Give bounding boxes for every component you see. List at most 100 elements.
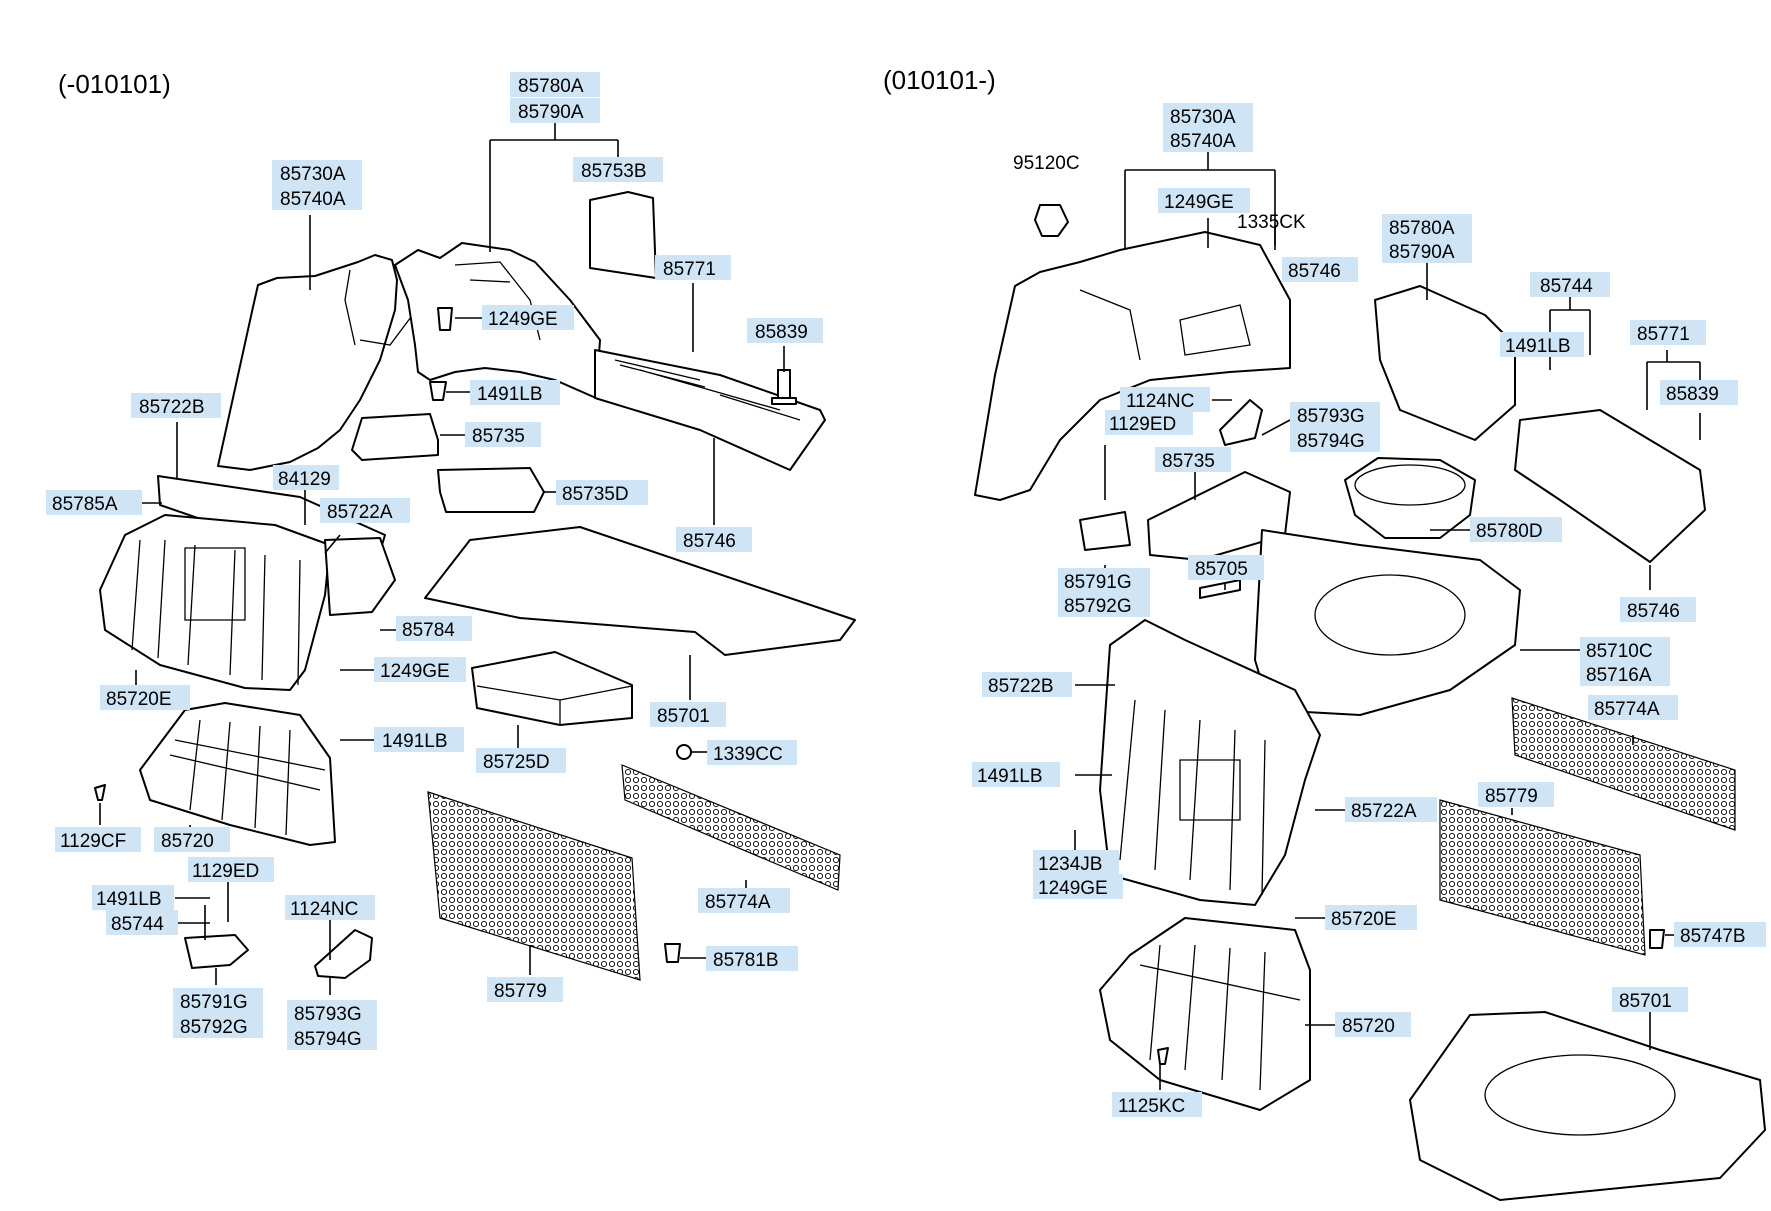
callout-label: 1491LB	[470, 380, 560, 405]
svg-text:1249GE: 1249GE	[380, 661, 450, 682]
callout-label: 85793G	[1290, 402, 1380, 427]
callout-label: 85781B	[706, 946, 798, 971]
callout-label: 1249GE	[374, 657, 466, 682]
trunk-side-tray-r-ribs	[1119, 699, 1266, 896]
callout-label: 85746	[676, 527, 752, 552]
box-85725d	[471, 651, 633, 726]
callout-label: 85701	[1612, 987, 1688, 1012]
svg-text:85779: 85779	[494, 981, 547, 1002]
callout-label: 85779	[487, 977, 563, 1002]
side-tray-85720e-ribs	[131, 539, 301, 686]
svg-text:85779: 85779	[1485, 786, 1538, 807]
callout-label: 85791G	[173, 988, 263, 1013]
svg-text:85791G: 85791G	[180, 992, 248, 1013]
callout-label: 85790A	[510, 98, 600, 123]
callout-label: 85735	[465, 422, 541, 447]
svg-text:85781B: 85781B	[713, 950, 779, 971]
callout-label: 1491LB	[92, 885, 174, 910]
callout-label: 1129ED	[1105, 410, 1193, 435]
callout-label: 85790A	[1382, 238, 1472, 263]
svg-text:85839: 85839	[1666, 384, 1719, 405]
callout-label: 85785A	[46, 490, 142, 515]
callout-label: 85791G	[1058, 568, 1150, 593]
svg-text:85722A: 85722A	[1351, 801, 1417, 822]
callout-label: 85753B	[573, 157, 663, 182]
svg-text:85722A: 85722A	[327, 502, 393, 523]
svg-text:1339CC: 1339CC	[713, 744, 783, 765]
svg-text:85793G: 85793G	[294, 1004, 362, 1025]
lower-tray-85720-r-ribs	[1139, 944, 1301, 1091]
svg-text:85722B: 85722B	[988, 676, 1054, 697]
svg-text:85771: 85771	[663, 259, 716, 280]
svg-text:85792G: 85792G	[180, 1017, 248, 1038]
svg-text:85753B: 85753B	[581, 161, 647, 182]
svg-text:85720: 85720	[161, 831, 214, 852]
callout-label: 85839	[1660, 380, 1738, 405]
callout-label: 85716A	[1580, 661, 1670, 686]
svg-text:1124NC: 1124NC	[1126, 391, 1194, 412]
callout-label: 85794G	[287, 1025, 377, 1050]
svg-text:85705: 85705	[1195, 559, 1248, 580]
tray-85735d	[437, 467, 545, 513]
callout-label: 1129ED	[188, 857, 274, 882]
callout-label: 1491LB	[1500, 332, 1584, 357]
svg-text:85794G: 85794G	[1297, 431, 1365, 452]
svg-text:85740A: 85740A	[280, 189, 346, 210]
svg-text:85793G: 85793G	[1297, 406, 1365, 427]
svg-text:84129: 84129	[278, 469, 331, 490]
callout-label: 85730A	[1163, 103, 1253, 128]
spare-bowl-85780d	[1344, 457, 1476, 539]
svg-text:1129ED: 1129ED	[1109, 414, 1176, 435]
side-plate-85784	[324, 537, 396, 616]
callout-label: 85720	[154, 827, 230, 852]
svg-text:85735D: 85735D	[562, 484, 629, 505]
quarter-trim-panel-r-detail	[1079, 289, 1251, 361]
net-85779-r	[1439, 799, 1646, 956]
svg-text:85747B: 85747B	[1680, 926, 1746, 947]
svg-text:85730A: 85730A	[280, 164, 346, 185]
callout-label: 85746	[1620, 597, 1696, 622]
svg-text:85725D: 85725D	[483, 752, 550, 773]
clip-85747b	[1649, 929, 1665, 949]
svg-text:85746: 85746	[1627, 601, 1680, 622]
svg-text:1491LB: 1491LB	[96, 889, 162, 910]
svg-text:85774A: 85774A	[705, 892, 771, 913]
bracket-85793g-r	[1219, 399, 1263, 446]
callout-label: 1234JB	[1033, 850, 1119, 875]
svg-text:85740A: 85740A	[1170, 131, 1236, 152]
svg-text:1124NC: 1124NC	[290, 899, 358, 920]
callout-label: 1491LB	[374, 727, 464, 752]
callout-label: 1249GE	[1158, 188, 1250, 213]
svg-text:85839: 85839	[755, 322, 808, 343]
callout-label: 85793G	[287, 1000, 377, 1025]
svg-text:85730A: 85730A	[1170, 107, 1236, 128]
net-85774a-r	[1511, 697, 1736, 831]
callout-label: 85735	[1155, 447, 1231, 472]
svg-text:85780D: 85780D	[1476, 521, 1543, 542]
svg-text:85784: 85784	[402, 620, 455, 641]
callout-label: 85744	[106, 910, 178, 935]
screw-1129cf	[94, 784, 106, 801]
svg-text:85774A: 85774A	[1594, 699, 1660, 720]
side-trim-r	[1374, 285, 1516, 441]
svg-text:85790A: 85790A	[1389, 242, 1455, 263]
callout-label: 85774A	[698, 888, 790, 913]
callout-label: 85722A	[1345, 797, 1437, 822]
svg-text:85790A: 85790A	[518, 102, 584, 123]
svg-text:1129CF: 1129CF	[60, 831, 126, 852]
callout-label: 85735D	[556, 480, 648, 505]
svg-text:85710C: 85710C	[1586, 641, 1653, 662]
callout-label: 85722A	[320, 498, 410, 523]
callout-label: 85780A	[1382, 214, 1472, 239]
bracket-85791g	[184, 934, 249, 969]
svg-text:1249GE: 1249GE	[1164, 192, 1234, 213]
callout-label: 1125KC	[1112, 1092, 1202, 1117]
callout-label: 1491LB	[972, 762, 1060, 787]
callout-label: 85705	[1188, 555, 1264, 580]
callout-label: 85701	[650, 702, 726, 727]
quarter-trim-panel-r	[974, 231, 1291, 501]
svg-text:85722B: 85722B	[139, 397, 205, 418]
rear-trim-strip	[594, 349, 826, 471]
clip-1491lb	[429, 381, 447, 401]
